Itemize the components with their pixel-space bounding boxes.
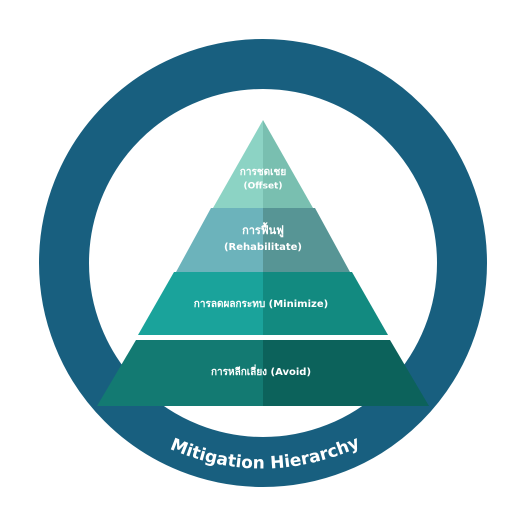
tier-minimize-label: การลดผลกระทบ (Minimize) bbox=[194, 299, 328, 310]
tier-avoid-left bbox=[97, 340, 263, 406]
tier-offset-right bbox=[263, 120, 313, 208]
tier-offset-label-line2: (Offset) bbox=[244, 182, 283, 192]
tier-offset-label-line1: การชดเชย bbox=[240, 167, 287, 178]
tier-rehabilitate: การฟื้นฟู (Rehabilitate) bbox=[176, 208, 350, 272]
tier-rehabilitate-right bbox=[263, 208, 350, 272]
tier-rehabilitate-label-line1: การฟื้นฟู bbox=[242, 222, 284, 238]
tier-minimize-right bbox=[263, 272, 388, 335]
tier-offset: การชดเชย (Offset) bbox=[213, 120, 313, 208]
tier-minimize: การลดผลกระทบ (Minimize) bbox=[138, 272, 388, 335]
tier-avoid-right bbox=[263, 340, 429, 406]
tier-offset-left bbox=[213, 120, 263, 208]
tier-rehabilitate-label-line2: (Rehabilitate) bbox=[224, 242, 302, 253]
tier-avoid-label: การหลีกเลี่ยง (Avoid) bbox=[211, 364, 311, 378]
tier-rehabilitate-left bbox=[176, 208, 263, 272]
outer-ring bbox=[39, 39, 487, 487]
tier-minimize-left bbox=[138, 272, 263, 335]
tier-avoid: การหลีกเลี่ยง (Avoid) bbox=[97, 340, 429, 406]
